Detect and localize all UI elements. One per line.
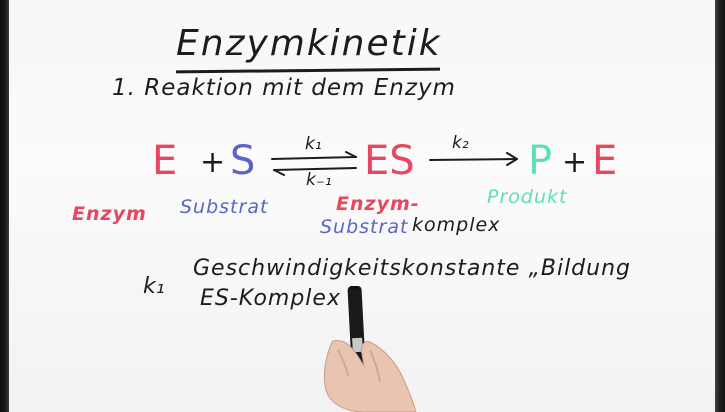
equation-plus-1: + [200,145,226,180]
rate-constant-k1: k₁ [305,134,322,154]
label-produkt: Produkt [487,186,568,208]
equation-product-symbol: P [528,138,553,184]
label-complex-enzym: Enzym- [336,193,420,215]
forward-arrowhead [345,151,357,158]
rate-constant-k2: k₂ [452,133,469,153]
page-title: Enzymkinetik [176,23,442,64]
label-complex-substrat: Substrat [320,216,409,238]
label-substrat: Substrat [180,196,269,218]
marker-tip [350,286,359,291]
writing-hand-with-marker [323,286,417,412]
product-arrowhead [506,152,518,166]
definition-line-1: Geschwindigkeitskonstante „Bildung [193,256,631,281]
rate-constant-k-minus1: k₋₁ [306,170,332,190]
equation-plus-2: + [562,145,588,180]
definition-symbol: k₁ [143,274,165,299]
equation-enzyme-out-symbol: E [592,138,618,184]
forward-equilibrium-arrow [271,156,357,160]
equation-substrate-symbol: S [230,138,256,184]
frame-right-edge [715,0,725,412]
backward-equilibrium-arrow [273,167,357,171]
backward-arrowhead [273,169,285,176]
definition-line-2: ES-Komplex [200,286,341,311]
equation-enzyme-symbol: E [152,138,178,184]
marker-label [352,337,363,353]
frame-left-edge [0,0,9,412]
subtitle: 1. Reaktion mit dem Enzym [112,75,456,101]
label-enzym: Enzym [72,203,147,225]
equation-complex-symbol: ES [364,138,415,184]
hand-shape [323,340,417,412]
product-arrow [429,158,518,161]
label-complex-komplex: komplex [412,214,501,236]
